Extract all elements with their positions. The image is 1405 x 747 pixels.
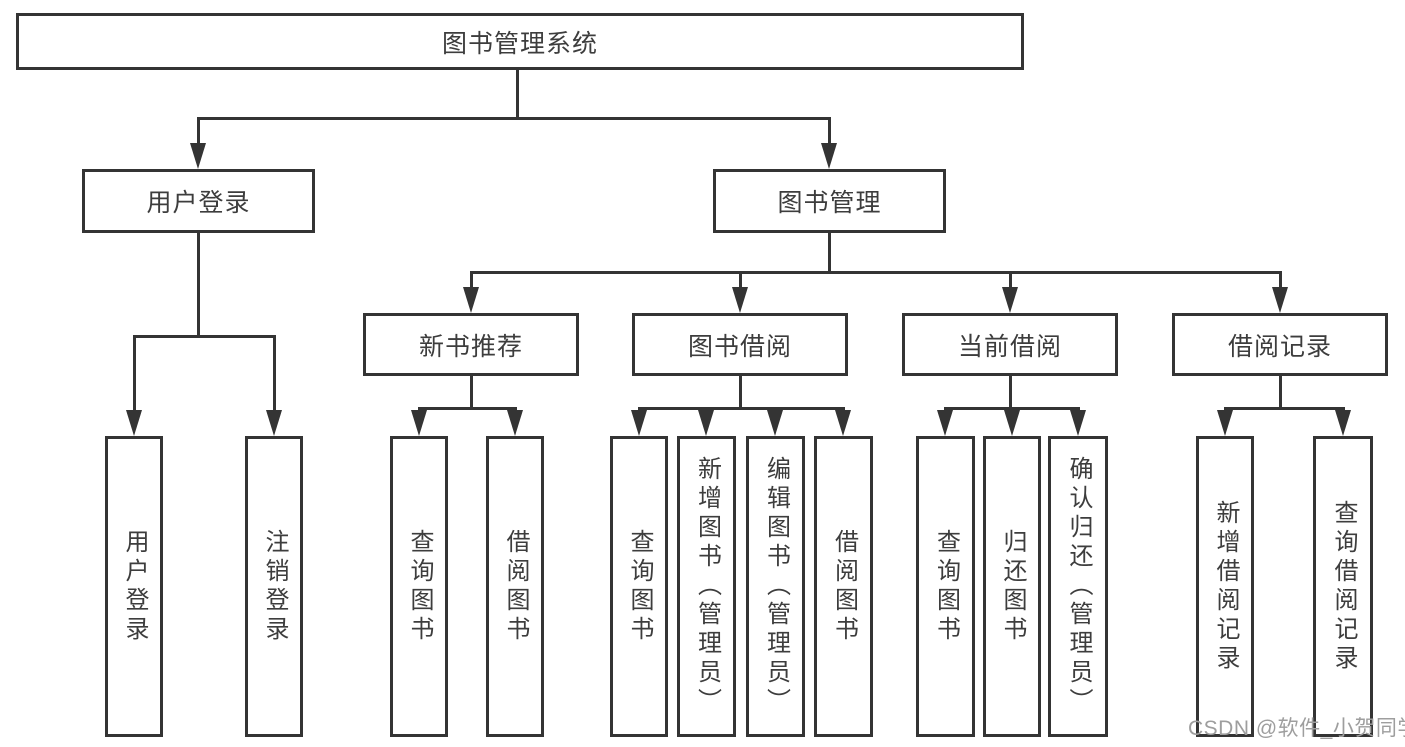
leaf-query-books-1-label: 查询图书 — [406, 528, 433, 645]
leaf-borrow-books-1-label: 借阅图书 — [502, 528, 529, 645]
leaf-return-book: 归还图书 — [983, 436, 1041, 737]
arrow-stem-line — [470, 272, 473, 289]
leaf-query-books-2: 查询图书 — [610, 436, 668, 737]
leaf-borrow-books-1: 借阅图书 — [486, 436, 544, 737]
node-current-borrow: 当前借阅 — [902, 313, 1118, 376]
arrow-down-icon — [821, 143, 837, 169]
connector-vline — [739, 376, 742, 408]
arrow-down-icon — [1002, 287, 1018, 313]
leaf-add-borrow-record: 新增借阅记录 — [1196, 436, 1254, 737]
node-book-management: 图书管理 — [713, 169, 946, 233]
connector-hline — [470, 271, 1282, 274]
leaf-query-borrow-record-label: 查询借阅记录 — [1330, 499, 1357, 674]
watermark-text: CSDN @软件_小贺同学 — [1188, 717, 1405, 740]
connector-hline — [638, 407, 845, 410]
leaf-add-borrow-record-label: 新增借阅记录 — [1212, 499, 1239, 674]
arrow-stem-line — [828, 118, 831, 145]
arrow-stem-line — [273, 336, 276, 412]
node-book-management-label: 图书管理 — [777, 189, 882, 217]
node-borrow-records-label: 借阅记录 — [1227, 332, 1332, 361]
arrow-down-icon — [411, 410, 427, 436]
connector-hline — [197, 117, 831, 120]
arrow-down-icon — [698, 410, 714, 436]
arrow-down-icon — [631, 410, 647, 436]
connector-hline — [1224, 407, 1345, 410]
leaf-query-borrow-record: 查询借阅记录 — [1313, 436, 1373, 737]
node-root-label: 图书管理系统 — [441, 29, 598, 58]
node-new-book-recommend-label: 新书推荐 — [418, 332, 523, 361]
arrow-down-icon — [1335, 410, 1351, 436]
leaf-user-login-label: 用户登录 — [121, 528, 148, 645]
arrow-down-icon — [767, 410, 783, 436]
arrow-down-icon — [1070, 410, 1086, 436]
connector-vline — [1009, 376, 1012, 408]
leaf-edit-book-admin: 编辑图书（管理员） — [746, 436, 805, 737]
leaf-edit-book-admin-label: 编辑图书（管理员） — [762, 456, 790, 717]
connector-vline — [828, 233, 831, 272]
arrow-down-icon — [266, 410, 282, 436]
arrow-down-icon — [126, 410, 142, 436]
arrow-stem-line — [1009, 272, 1012, 289]
node-borrow-records: 借阅记录 — [1172, 313, 1388, 376]
leaf-query-books-3: 查询图书 — [916, 436, 975, 737]
connector-hline — [418, 407, 517, 410]
connector-vline — [197, 233, 200, 336]
arrow-stem-line — [1279, 272, 1282, 289]
node-book-borrow: 图书借阅 — [632, 313, 848, 376]
node-user-login: 用户登录 — [82, 169, 315, 233]
leaf-logout: 注销登录 — [245, 436, 303, 737]
arrow-down-icon — [507, 410, 523, 436]
arrow-down-icon — [732, 287, 748, 313]
leaf-user-login: 用户登录 — [105, 436, 163, 737]
node-current-borrow-label: 当前借阅 — [957, 332, 1062, 361]
arrow-down-icon — [190, 143, 206, 169]
arrow-stem-line — [197, 118, 200, 145]
leaf-return-book-label: 归还图书 — [999, 528, 1026, 645]
leaf-query-books-2-label: 查询图书 — [626, 528, 653, 645]
node-user-login-label: 用户登录 — [146, 189, 251, 217]
arrow-down-icon — [937, 410, 953, 436]
leaf-add-book-admin: 新增图书（管理员） — [677, 436, 736, 737]
leaf-add-book-admin-label: 新增图书（管理员） — [693, 456, 721, 717]
node-book-borrow-label: 图书借阅 — [687, 332, 792, 361]
leaf-borrow-books-2-label: 借阅图书 — [830, 528, 858, 645]
leaf-borrow-books-2: 借阅图书 — [814, 436, 873, 737]
arrow-down-icon — [835, 410, 851, 436]
arrow-down-icon — [1217, 410, 1233, 436]
leaf-query-books-1: 查询图书 — [390, 436, 448, 737]
arrow-stem-line — [133, 336, 136, 412]
leaf-confirm-return-admin: 确认归还（管理员） — [1048, 436, 1108, 737]
connector-hline — [133, 335, 276, 338]
leaf-logout-label: 注销登录 — [261, 528, 288, 645]
node-new-book-recommend: 新书推荐 — [363, 313, 579, 376]
node-root: 图书管理系统 — [16, 13, 1024, 70]
arrow-down-icon — [1272, 287, 1288, 313]
leaf-query-books-3-label: 查询图书 — [932, 528, 960, 645]
connector-vline — [470, 376, 473, 408]
arrow-down-icon — [463, 287, 479, 313]
connector-vline — [516, 70, 519, 118]
arrow-down-icon — [1004, 410, 1020, 436]
connector-vline — [1279, 376, 1282, 408]
leaf-confirm-return-admin-label: 确认归还（管理员） — [1065, 456, 1092, 717]
arrow-stem-line — [739, 272, 742, 289]
